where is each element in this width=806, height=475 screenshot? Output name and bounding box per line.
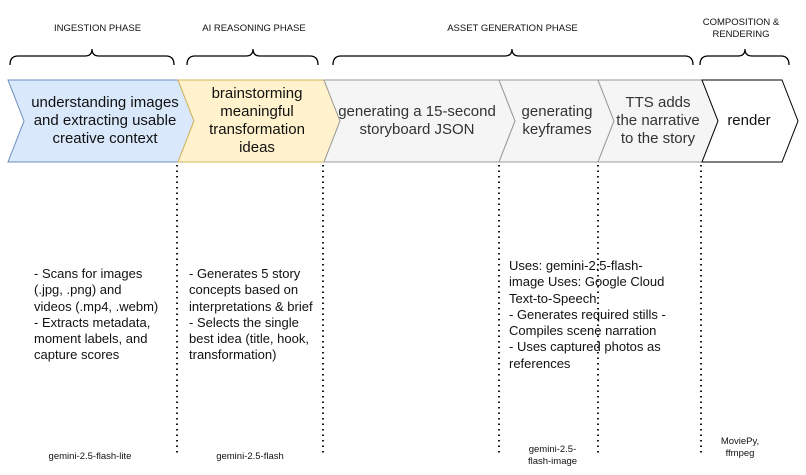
model-ai-reasoning: gemini-2.5-flash (216, 451, 284, 462)
phase-label-ingestion: INGESTION PHASE (53, 23, 142, 34)
description-ai-reasoning: - Generates 5 story concepts based on in… (189, 266, 313, 363)
step-understanding: understanding images and extracting usab… (31, 94, 179, 147)
description-ingestion: - Scans for images (.jpg, .png) and vide… (34, 266, 159, 363)
description-asset-generation: Uses: gemini-2.5-flash- image Uses: Goog… (509, 258, 666, 371)
step-brainstorming: brainstorming meaningful transformation … (209, 85, 305, 156)
phase-braces (9, 48, 790, 66)
model-asset-generation: gemini-2.5- flash-image (527, 444, 578, 467)
brace-ai-reasoning (186, 48, 319, 66)
brace-asset-generation (332, 48, 694, 66)
step-storyboard: generating a 15-second storyboard JSON (338, 103, 496, 138)
step-keyframes: generating keyframes (521, 103, 593, 138)
chevron-shape-render (701, 79, 799, 163)
phase-label-asset-generation: ASSET GENERATION PHASE (447, 23, 578, 34)
phase-label-composition-rendering: COMPOSITION & RENDERING (702, 17, 780, 40)
model-ingestion: gemini-2.5-flash-lite (48, 451, 132, 462)
step-render: render (727, 112, 771, 129)
brace-ingestion (9, 48, 175, 66)
brace-composition (699, 48, 790, 66)
model-render: MoviePy, ffmpeg (720, 436, 760, 459)
step-tts: TTS adds the narrative to the story (616, 94, 700, 147)
chevron-row (7, 79, 799, 163)
phase-label-ai-reasoning: AI REASONING PHASE (202, 23, 306, 34)
